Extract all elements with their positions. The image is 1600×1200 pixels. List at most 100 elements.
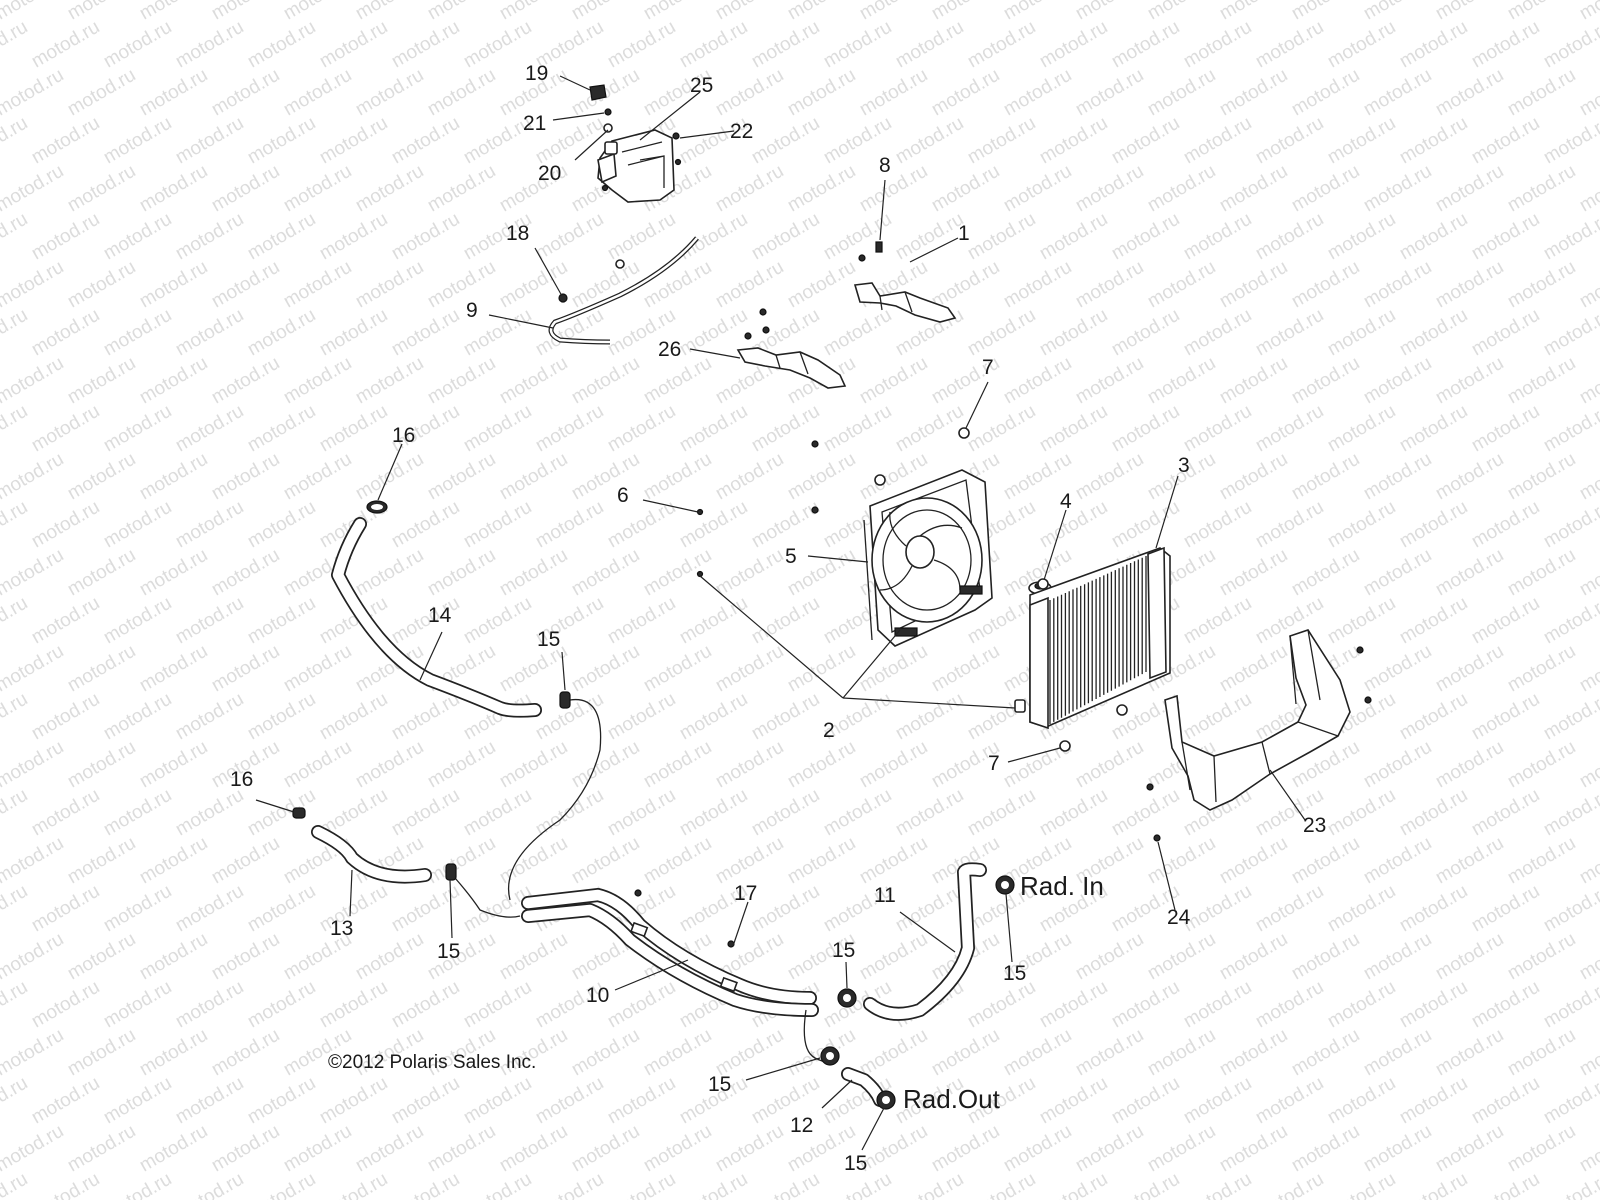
callout-15-d: 15 [708, 1073, 731, 1096]
watermark-text: motod.ru [568, 353, 643, 409]
watermark-text: motod.ru [244, 785, 319, 841]
watermark-text: motod.ru [1252, 209, 1327, 265]
watermark-text: motod.ru [280, 449, 355, 505]
watermark-text: motod.ru [748, 593, 823, 649]
watermark-text: motod.ru [1144, 1121, 1219, 1177]
watermark-text: motod.ru [1252, 1169, 1327, 1200]
watermark-text: motod.ru [1108, 497, 1183, 553]
watermark-text: motod.ru [136, 737, 211, 793]
watermark-text: motod.ru [748, 401, 823, 457]
watermark-text: motod.ru [388, 17, 463, 73]
watermark-text: motod.ru [460, 497, 535, 553]
watermark-text: motod.ru [28, 1169, 103, 1200]
callout-16-upper: 16 [392, 424, 415, 447]
reservoir-screw-3 [601, 184, 609, 192]
watermark-text: motod.ru [496, 737, 571, 793]
watermark-text: motod.ru [172, 593, 247, 649]
watermark-text: motod.ru [532, 1169, 607, 1200]
watermark-text: motod.ru [604, 785, 679, 841]
callout-2: 2 [823, 719, 835, 742]
watermark-text: motod.ru [1288, 449, 1363, 505]
watermark-text: motod.ru [856, 161, 931, 217]
watermark-text: motod.ru [172, 689, 247, 745]
watermark-text: motod.ru [1432, 929, 1507, 985]
watermark-text: motod.ru [280, 1121, 355, 1177]
callout-18: 18 [506, 222, 529, 245]
watermark-text: motod.ru [1252, 17, 1327, 73]
watermark-text: motod.ru [28, 497, 103, 553]
watermark-text: motod.ru [1036, 977, 1111, 1033]
watermark-text: motod.ru [0, 353, 67, 409]
copyright-notice: ©2012 Polaris Sales Inc. [328, 1052, 536, 1073]
watermark-text: motod.ru [1576, 737, 1600, 793]
watermark-text: motod.ru [316, 881, 391, 937]
watermark-text: motod.ru [100, 593, 175, 649]
watermark-text: motod.ru [100, 689, 175, 745]
watermark-text: motod.ru [1540, 977, 1600, 1033]
watermark-text: motod.ru [352, 353, 427, 409]
coolant-reservoir [597, 129, 675, 203]
watermark-text: motod.ru [64, 545, 139, 601]
watermark-text: motod.ru [1324, 1169, 1399, 1200]
watermark-text: motod.ru [676, 593, 751, 649]
watermark-text: motod.ru [172, 881, 247, 937]
watermark-text: motod.ru [640, 353, 715, 409]
watermark-text: motod.ru [280, 257, 355, 313]
watermark-text: motod.ru [1288, 65, 1363, 121]
watermark-text: motod.ru [676, 401, 751, 457]
watermark-text: motod.ru [352, 257, 427, 313]
watermark-text: motod.ru [136, 353, 211, 409]
watermark-text: motod.ru [1396, 401, 1471, 457]
watermark-text: motod.ru [748, 881, 823, 937]
watermark-text: motod.ru [1576, 1025, 1600, 1081]
watermark-text: motod.ru [568, 449, 643, 505]
watermark-text: motod.ru [208, 161, 283, 217]
watermark-text: motod.ru [1504, 545, 1579, 601]
watermark-text: motod.ru [604, 1073, 679, 1129]
bolt-8 [858, 241, 883, 262]
watermark-text: motod.ru [388, 497, 463, 553]
watermark-text: motod.ru [748, 689, 823, 745]
watermark-text: motod.ru [640, 0, 715, 24]
watermark-text: motod.ru [28, 593, 103, 649]
watermark-text: motod.ru [856, 737, 931, 793]
watermark-text: motod.ru [244, 1169, 319, 1200]
watermark-text: motod.ru [0, 929, 67, 985]
air-deflector-23 [1146, 629, 1372, 811]
watermark-text: motod.ru [1036, 401, 1111, 457]
watermark-text: motod.ru [640, 545, 715, 601]
watermark-text: motod.ru [820, 209, 895, 265]
watermark-text: motod.ru [1216, 449, 1291, 505]
watermark-text: motod.ru [1360, 545, 1435, 601]
watermark-text: motod.ru [244, 401, 319, 457]
watermark-text: motod.ru [136, 1025, 211, 1081]
watermark-text: motod.ru [64, 737, 139, 793]
watermark-text: motod.ru [1108, 1169, 1183, 1200]
watermark-text: motod.ru [352, 545, 427, 601]
clip-tube [634, 889, 642, 897]
watermark-text: motod.ru [460, 977, 535, 1033]
watermark-text: motod.ru [964, 785, 1039, 841]
watermark-text: motod.ru [1468, 1073, 1543, 1129]
callout-17: 17 [734, 882, 757, 905]
watermark-text: motod.ru [748, 1169, 823, 1200]
watermark-text: motod.ru [1144, 353, 1219, 409]
watermark-text: motod.ru [1000, 1025, 1075, 1081]
watermark-text: motod.ru [1504, 929, 1579, 985]
watermark-text: motod.ru [1288, 545, 1363, 601]
watermark-text: motod.ru [172, 497, 247, 553]
reservoir-screw [672, 132, 680, 140]
callout-6: 6 [617, 484, 629, 507]
watermark-text: motod.ru [712, 737, 787, 793]
watermark-text: motod.ru [172, 977, 247, 1033]
watermark-text: motod.ru [1432, 257, 1507, 313]
watermark-text: motod.ru [136, 929, 211, 985]
watermark-text: motod.ru [1180, 17, 1255, 73]
watermark-text: motod.ru [100, 497, 175, 553]
watermark-text: motod.ru [604, 17, 679, 73]
watermark-text: motod.ru [1180, 881, 1255, 937]
watermark-text: motod.ru [928, 257, 1003, 313]
callout-15-c: 15 [832, 939, 855, 962]
watermark-text: motod.ru [1360, 641, 1435, 697]
clamp-15-f [876, 1090, 896, 1110]
